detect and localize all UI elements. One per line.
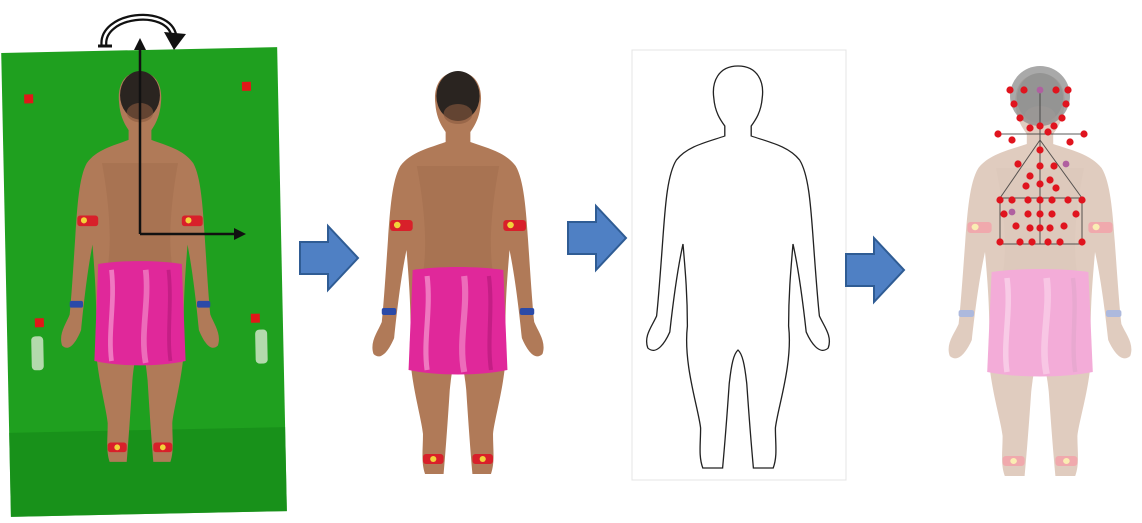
calibration-marker [24,94,33,103]
axis-arrowhead-up-icon [134,38,146,50]
bottle-prop [255,329,268,363]
green-screen-photo-panel [1,17,287,517]
calibration-marker [35,318,44,327]
extracted-figure-panel [372,71,543,474]
flow-arrow-icon [300,226,358,290]
calibration-marker [242,82,251,91]
bottle-prop [31,336,44,370]
flow-arrow-icon [568,206,626,270]
outline-frame [632,50,846,480]
silhouette-outline-panel [632,50,846,480]
landmark-overlay-panel [949,66,1132,476]
flow-arrow-icon [846,238,904,302]
calibration-marker [251,314,260,323]
